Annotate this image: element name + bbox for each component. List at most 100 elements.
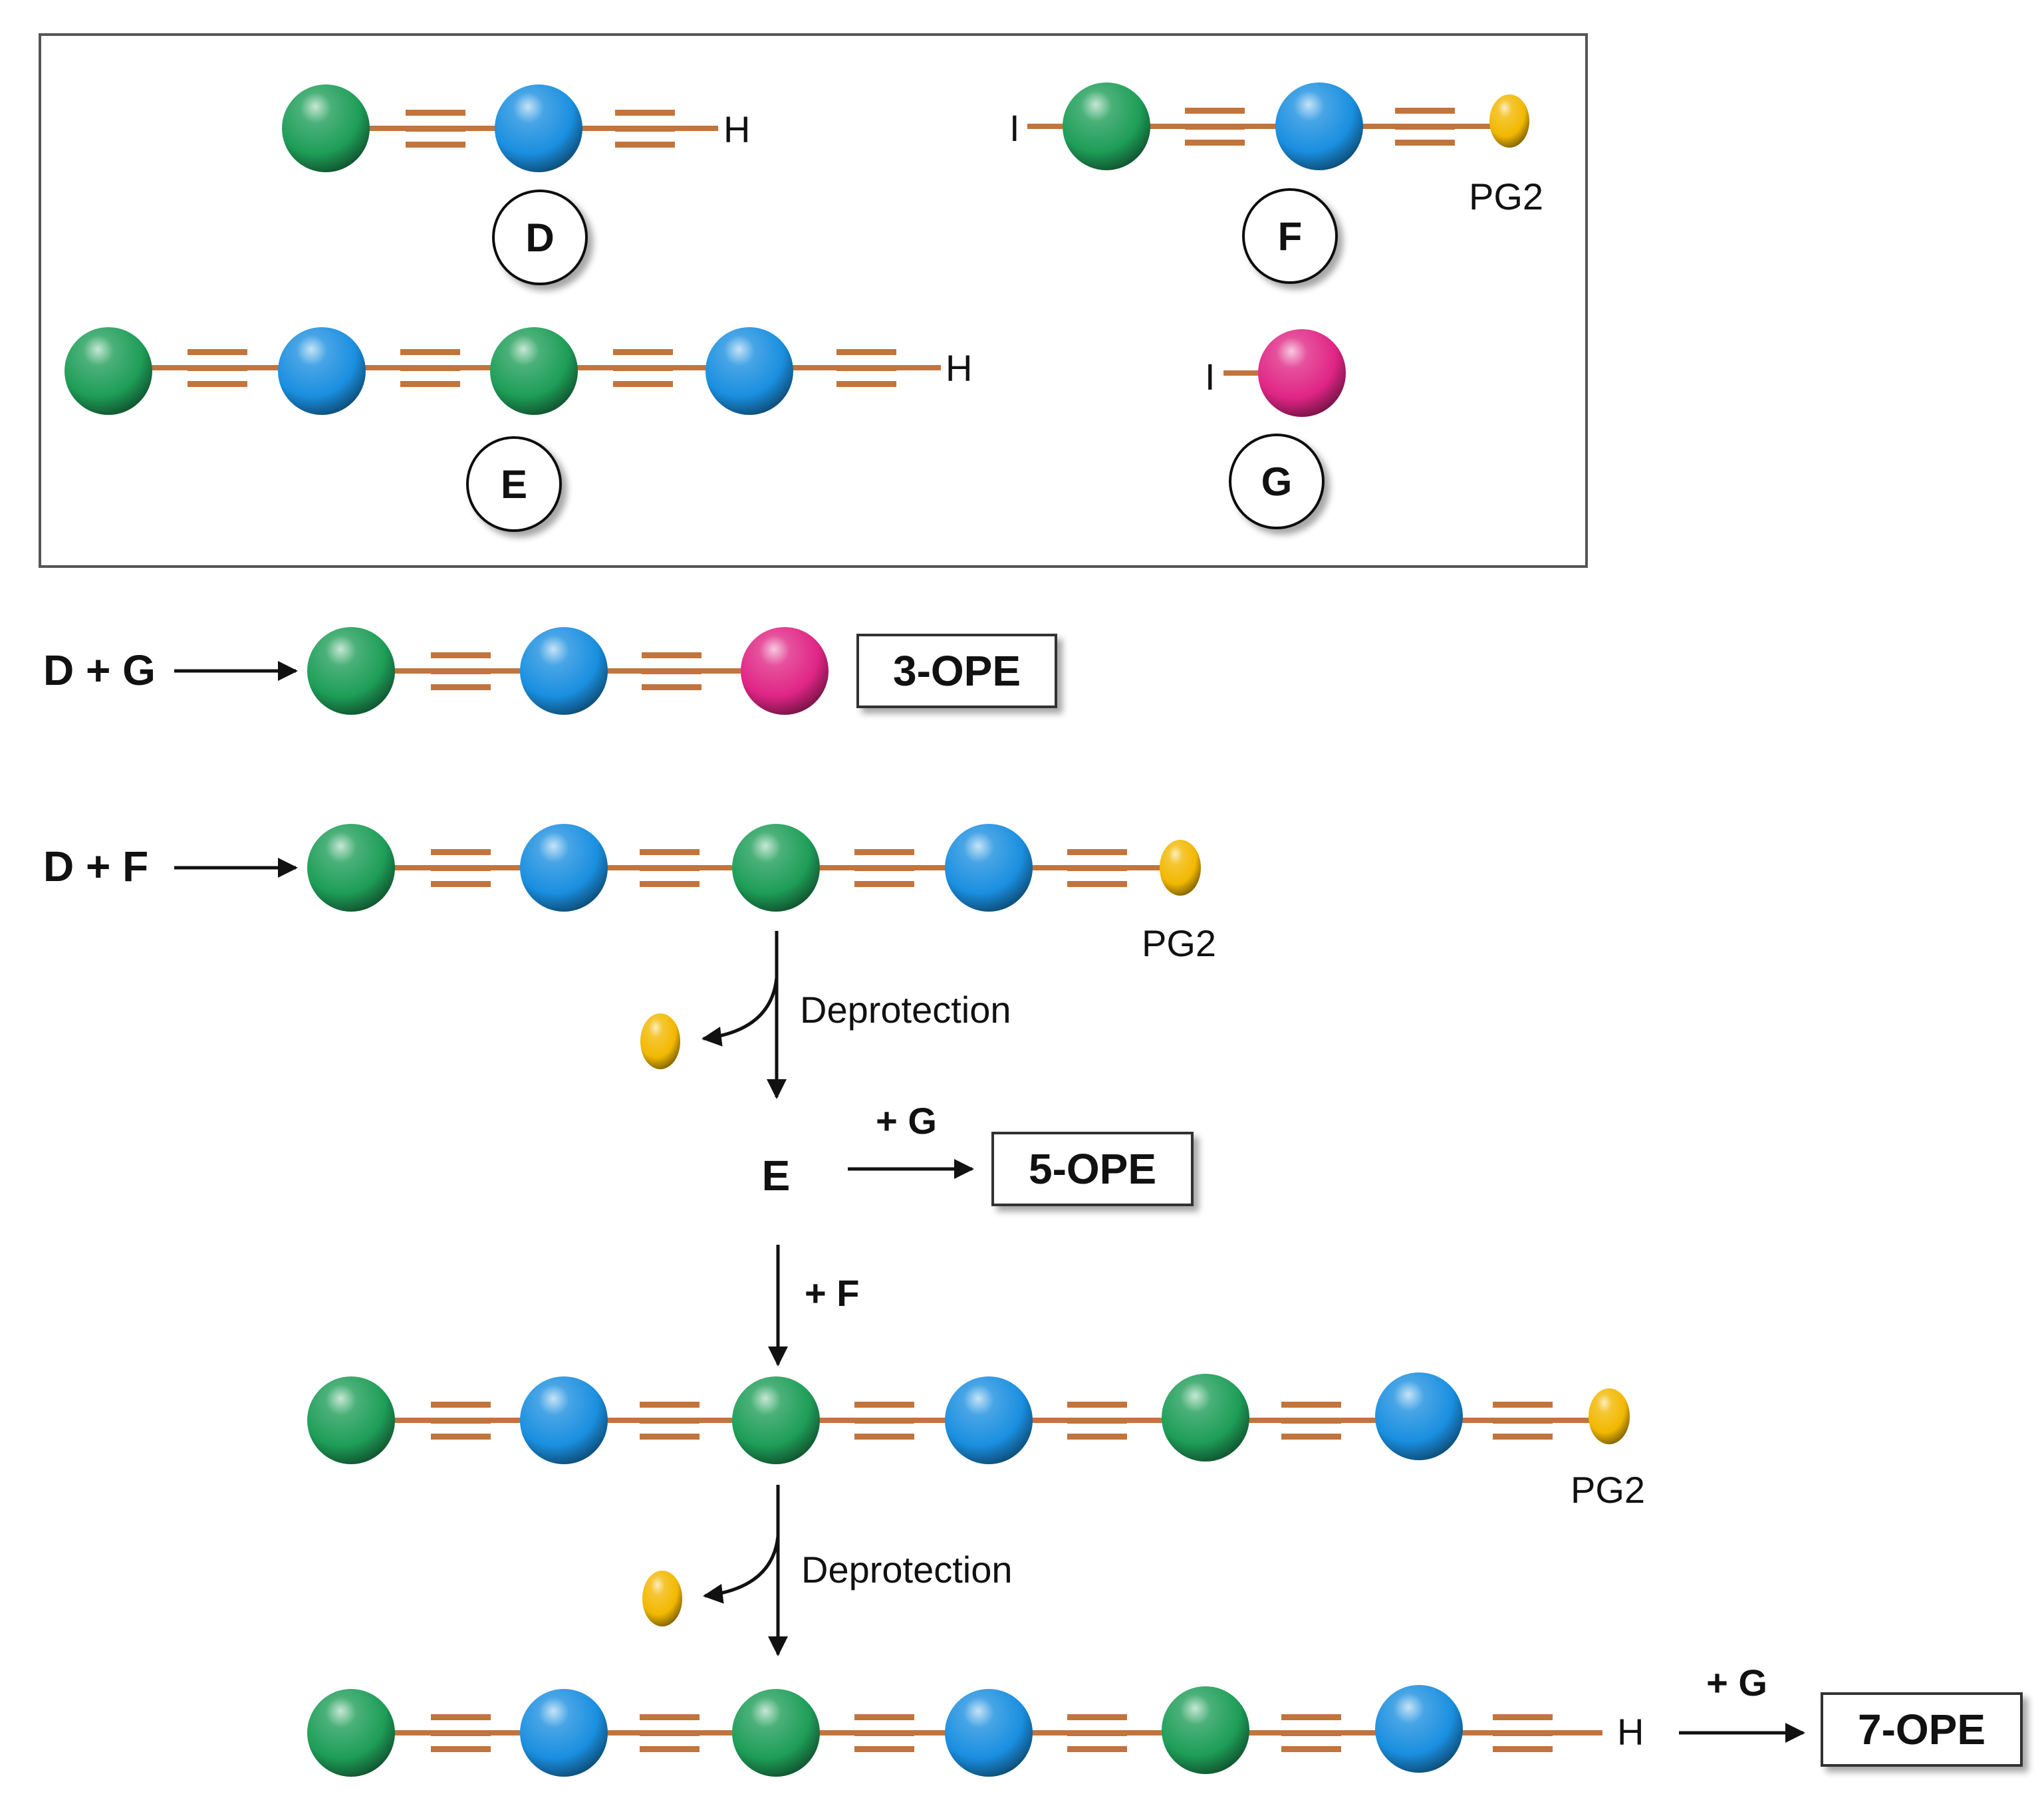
reagent-label: + G	[1706, 1662, 1767, 1704]
blue-sphere	[520, 824, 608, 912]
product-label-5-ope: 5-OPE	[1029, 1145, 1156, 1193]
protecting-group	[1589, 1388, 1630, 1444]
deprotection-label: Deprotection	[800, 989, 1011, 1031]
label-circle	[492, 190, 588, 285]
blue-sphere	[278, 327, 366, 415]
reactants-text: D + G	[43, 646, 156, 694]
triple-bond	[406, 110, 465, 148]
label-circle	[466, 436, 562, 532]
triple-bond	[1281, 1714, 1341, 1752]
curved-arrow	[703, 1535, 780, 1604]
reaction-row-3: PG2	[307, 1372, 1645, 1511]
triple-bond	[836, 349, 896, 387]
triple-bond	[1067, 1402, 1127, 1440]
reaction-row-4: H + G 7-OPE	[307, 1662, 2023, 1777]
green-sphere	[282, 84, 370, 172]
released-protecting-group	[642, 1571, 682, 1626]
green-sphere	[490, 327, 578, 415]
green-sphere	[732, 824, 820, 912]
reactants-text: D + F	[43, 842, 148, 890]
iodine-label: I	[1009, 107, 1020, 149]
iodine-label: I	[1205, 356, 1215, 398]
green-sphere	[1162, 1374, 1249, 1462]
green-sphere	[732, 1689, 820, 1777]
blue-sphere	[1275, 82, 1363, 170]
protecting-group	[1160, 840, 1201, 896]
molecule-D: H D	[282, 84, 750, 285]
triple-bond	[1493, 1714, 1553, 1752]
green-sphere	[307, 627, 395, 715]
triple-bond	[854, 849, 914, 887]
green-sphere	[307, 1376, 395, 1464]
triple-bond	[1185, 108, 1245, 146]
product-label-7-ope: 7-OPE	[1858, 1706, 1985, 1753]
triple-bond	[400, 349, 460, 387]
reagent-label: + G	[876, 1100, 937, 1142]
blue-sphere	[495, 84, 582, 172]
triple-bond	[1067, 1714, 1127, 1752]
green-sphere	[307, 824, 395, 912]
triple-bond	[431, 1714, 491, 1752]
label-F: F	[1278, 214, 1303, 259]
product-label-3-ope: 3-OPE	[893, 647, 1021, 695]
protecting-group	[1489, 94, 1529, 148]
intermediate-label: E	[762, 1152, 791, 1200]
pink-sphere	[1258, 329, 1346, 417]
triple-bond	[615, 110, 675, 148]
blue-sphere	[945, 824, 1033, 912]
triple-bond	[642, 652, 702, 690]
deprotection-step-2: Deprotection	[642, 1485, 1013, 1656]
blue-sphere	[945, 1689, 1033, 1777]
released-protecting-group	[640, 1013, 680, 1069]
pg2-label: PG2	[1571, 1469, 1645, 1511]
blue-sphere	[705, 327, 793, 415]
blue-sphere	[1375, 1685, 1463, 1773]
triple-bond	[431, 652, 491, 690]
triple-bond	[1281, 1402, 1341, 1440]
blue-sphere	[520, 627, 608, 715]
label-E: E	[501, 462, 527, 507]
product-box	[856, 634, 1057, 708]
triple-bond	[431, 849, 491, 887]
label-D: D	[525, 215, 554, 260]
pg2-label: PG2	[1142, 922, 1216, 964]
triple-bond	[1395, 108, 1455, 146]
deprotection-step-1: Deprotection	[640, 931, 1011, 1099]
molecule-G: I G	[1205, 329, 1346, 529]
terminal-h: H	[946, 347, 972, 389]
label-circle	[1242, 188, 1338, 284]
pink-sphere	[741, 627, 829, 715]
reaction-row-2: D + F PG2	[43, 824, 1216, 964]
label-G: G	[1261, 459, 1293, 504]
terminal-h: H	[723, 108, 750, 150]
green-sphere	[732, 1376, 820, 1464]
triple-bond	[188, 349, 247, 387]
terminal-h: H	[1617, 1711, 1644, 1753]
reaction-row-1: D + G 3-OPE	[43, 627, 1057, 715]
addition-step-F: + F	[768, 1245, 859, 1366]
green-sphere	[64, 327, 152, 415]
triple-bond	[640, 1402, 700, 1440]
blue-sphere	[945, 1376, 1033, 1464]
blue-sphere	[520, 1376, 608, 1464]
deprotection-label: Deprotection	[801, 1549, 1013, 1591]
triple-bond	[640, 1714, 700, 1752]
green-sphere	[1162, 1686, 1249, 1774]
triple-bond	[1067, 849, 1127, 887]
product-box	[1821, 1692, 2023, 1767]
label-circle	[1229, 434, 1325, 529]
intermediate-E: E + G 5-OPE	[762, 1100, 1194, 1206]
reagent-label: + F	[805, 1272, 859, 1314]
blue-sphere	[520, 1689, 608, 1777]
triple-bond	[613, 349, 673, 387]
green-sphere	[1063, 82, 1150, 170]
triple-bond	[431, 1402, 491, 1440]
green-sphere	[307, 1689, 395, 1777]
product-box	[991, 1132, 1194, 1206]
pg2-label: PG2	[1469, 176, 1543, 217]
triple-bond	[640, 849, 700, 887]
triple-bond	[854, 1714, 914, 1752]
triple-bond	[1493, 1402, 1553, 1440]
curved-arrow	[702, 977, 779, 1047]
